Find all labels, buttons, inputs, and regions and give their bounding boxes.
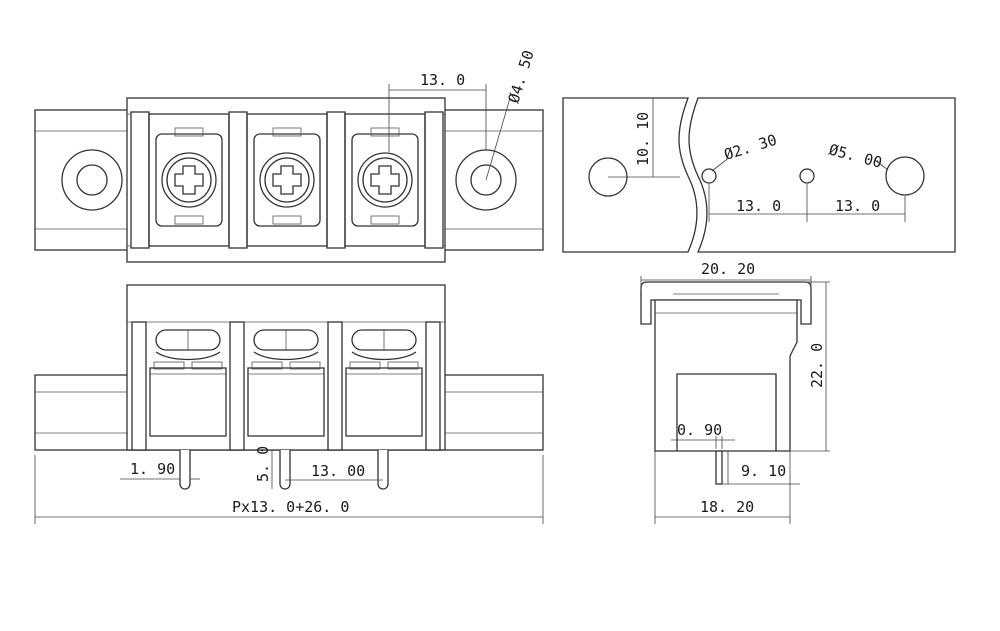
top-terminal-3 — [344, 113, 426, 247]
side-pitch-2-label: 13. 0 — [835, 197, 880, 215]
top-housing — [126, 97, 446, 263]
total-length-label: Px13. 0+26. 0 — [232, 498, 349, 516]
front-terminal-1 — [149, 329, 227, 437]
cut-mount-hole-right — [885, 156, 925, 196]
pin-1 — [179, 450, 191, 490]
pin-thickness-label: 0. 90 — [677, 421, 722, 439]
side-pitch-1-label: 13. 0 — [736, 197, 781, 215]
top-terminal-2 — [246, 113, 328, 247]
left-mount-hole — [61, 149, 123, 211]
end-height-label: 22. 0 — [808, 343, 826, 388]
pin-width-label: 1. 90 — [130, 460, 175, 478]
pin-hole-1 — [701, 168, 717, 184]
top-pitch-label: 13. 0 — [420, 71, 465, 89]
front-terminal-3 — [345, 329, 423, 437]
end-view: 20. 20 22. 0 0. 90 9. 10 18. 20 — [640, 260, 830, 524]
base-width-label: 18. 20 — [700, 498, 754, 516]
front-view: 1. 90 5. 0 13. 00 Px13. 0+26. 0 — [34, 284, 544, 524]
pin-2 — [279, 450, 291, 490]
pin-length-label: 5. 0 — [254, 446, 272, 482]
pin-offset-label: 9. 10 — [741, 462, 786, 480]
front-pitch-label: 13. 00 — [311, 462, 365, 480]
end-cap — [640, 281, 812, 325]
end-width-label: 20. 20 — [701, 260, 755, 278]
cut-view: 10. 10 Ø2. 30 Ø5. 00 13. 0 13. 0 — [562, 97, 956, 253]
top-terminal-1 — [148, 113, 230, 247]
front-terminal-2 — [247, 329, 325, 437]
pin-hole-2 — [799, 168, 815, 184]
top-view: 13. 0 Ø4. 50 — [34, 48, 544, 263]
top-hole-dia-label: Ø4. 50 — [505, 48, 538, 105]
side-height-label: 10. 10 — [634, 112, 652, 166]
pin-3 — [377, 450, 389, 490]
end-pin — [715, 450, 723, 485]
